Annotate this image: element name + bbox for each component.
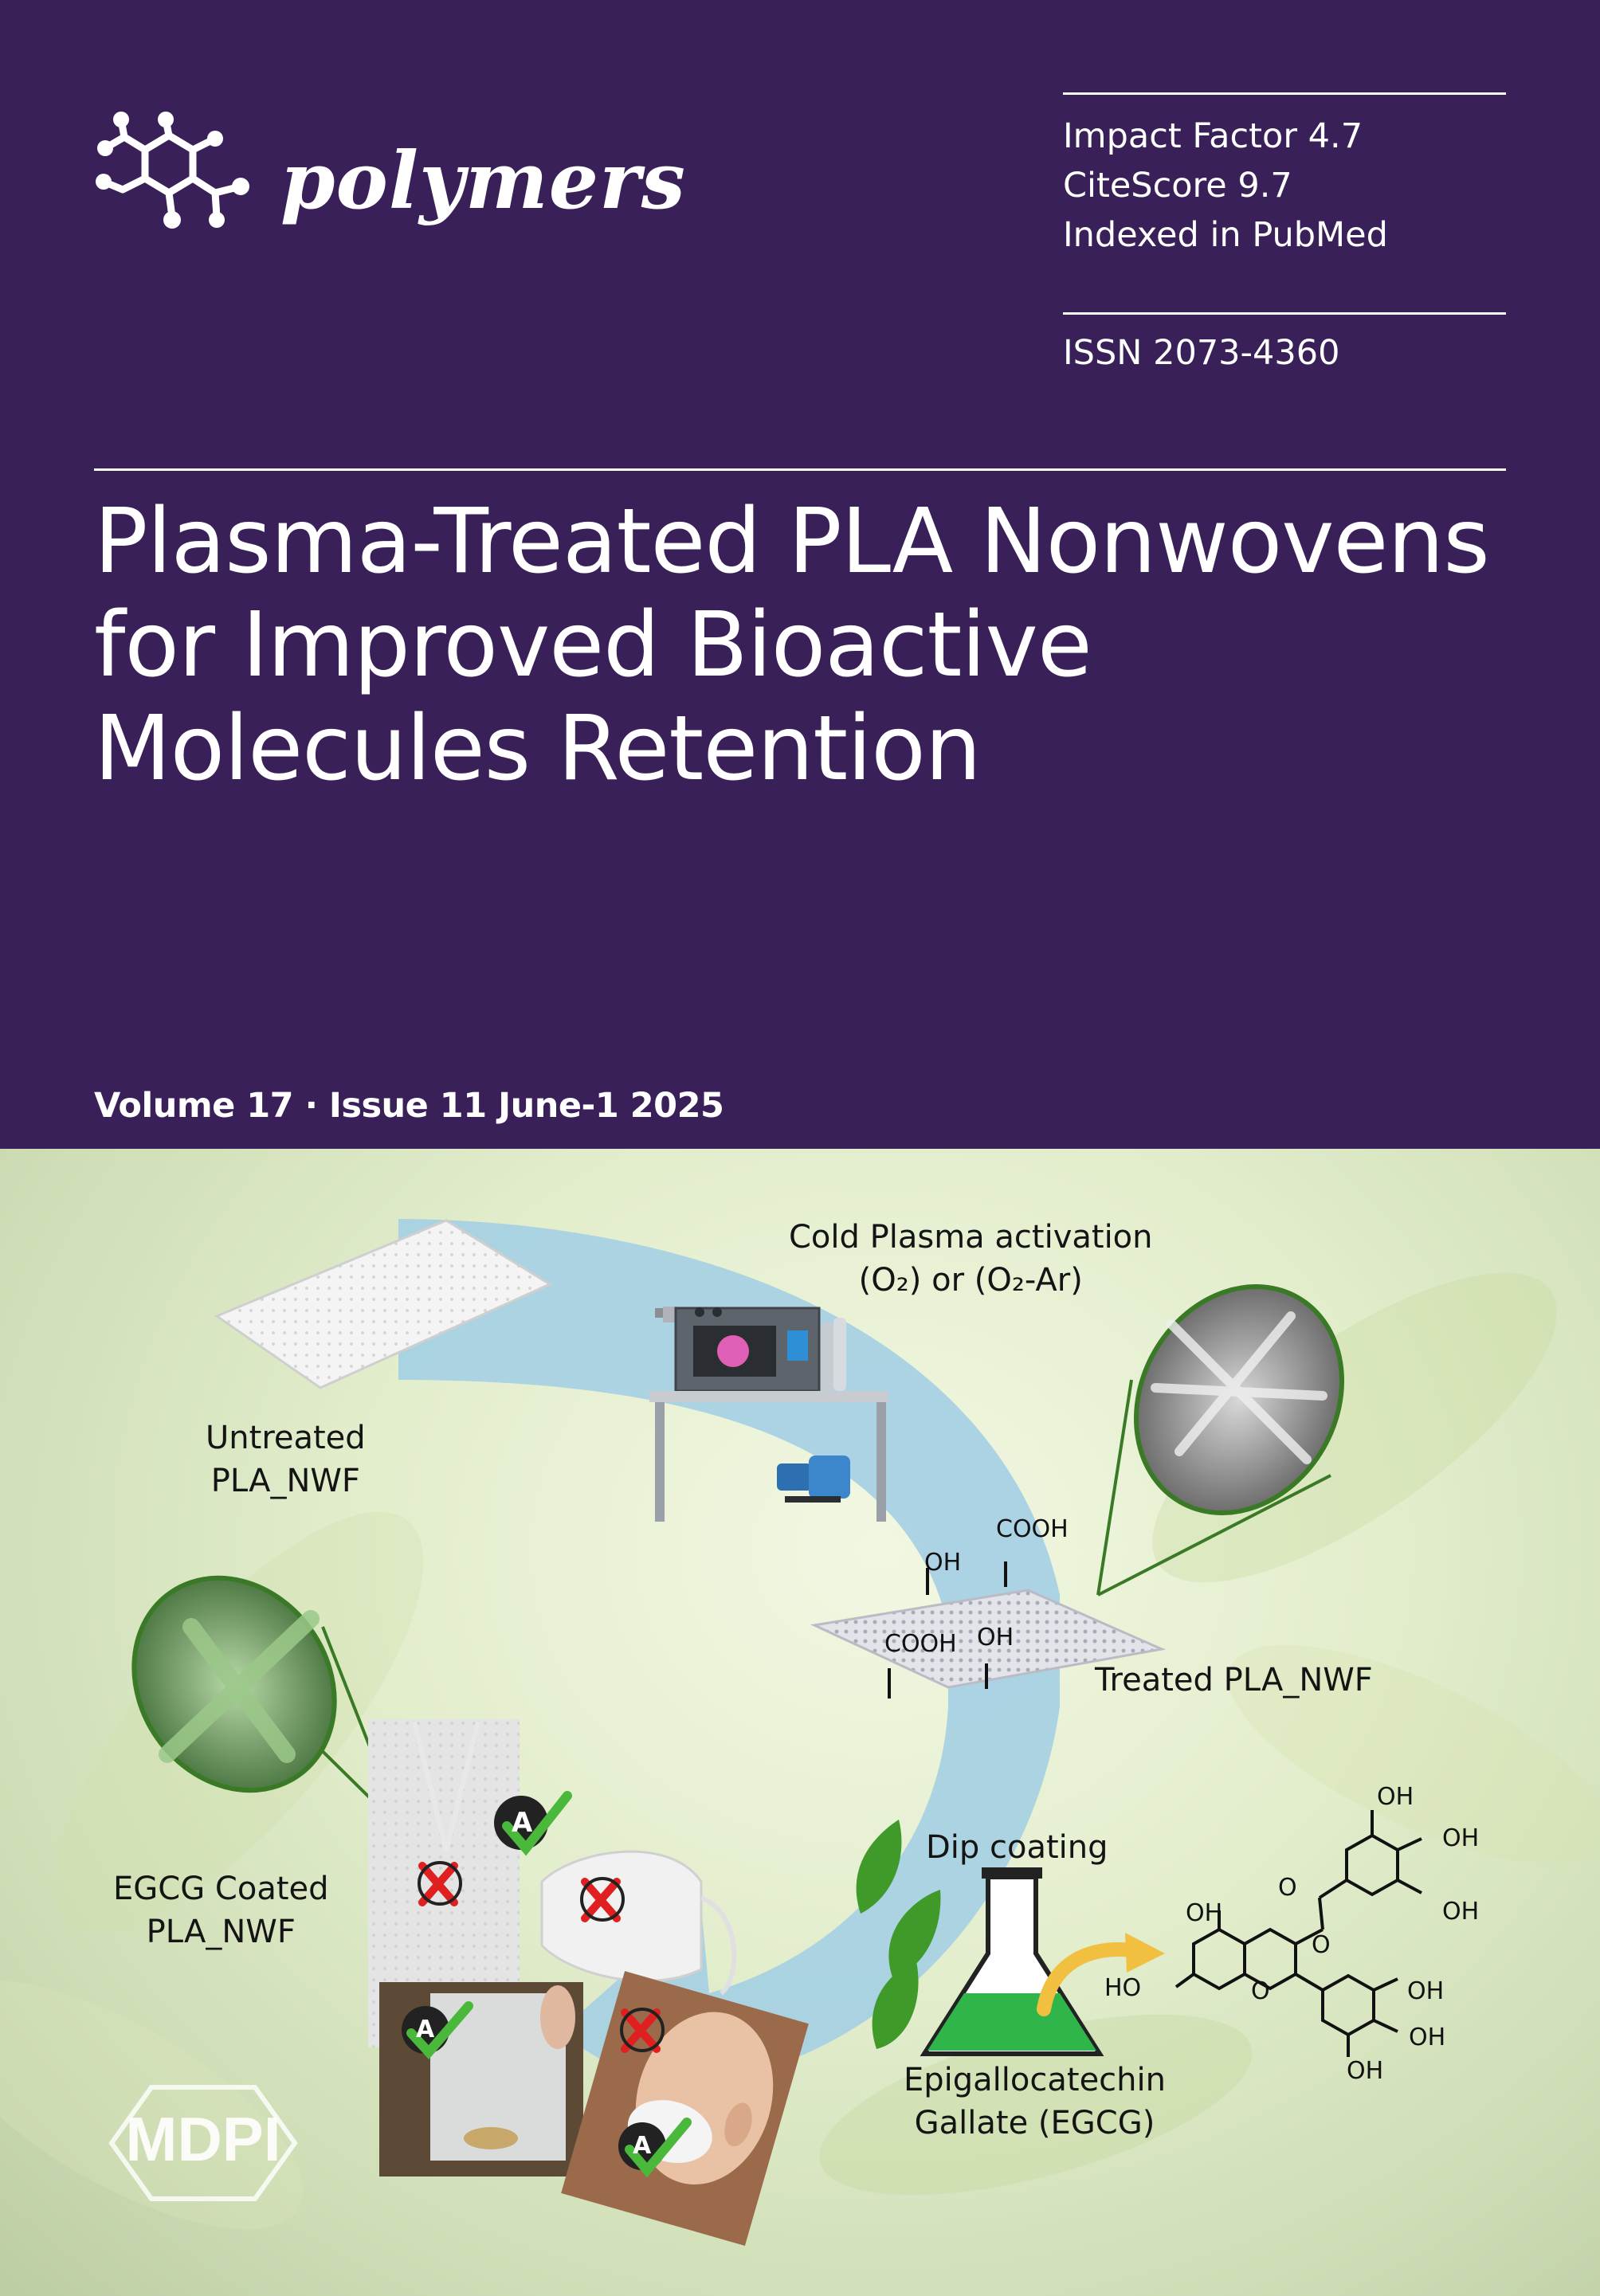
hand-photo — [379, 1982, 583, 2176]
coated-label: EGCG Coated PLA_NWF — [113, 1867, 329, 1953]
group-cooh-top: COOH — [996, 1515, 1069, 1543]
coated-line-1: EGCG Coated — [113, 1871, 329, 1907]
atom-o-ester: O — [1312, 1931, 1331, 1959]
journal-name: polymers — [280, 135, 686, 227]
egcg-line-2: Gallate (EGCG) — [914, 2105, 1155, 2141]
impact-factor: Impact Factor 4.7 — [1063, 116, 1363, 156]
issn: ISSN 2073-4360 — [1063, 333, 1340, 373]
title-line-1: Plasma-Treated PLA Nonwovens — [94, 490, 1490, 594]
divider-middle — [1063, 312, 1506, 315]
citescore: CiteScore 9.7 — [1063, 166, 1292, 206]
dip-coating-label: Dip coating — [926, 1829, 1108, 1866]
abstract-illustration — [0, 1219, 1600, 2247]
untreated-fabric — [214, 1219, 553, 1389]
sem-zoom-treated — [1096, 1284, 1344, 1597]
atom-oh-3: OH — [1442, 1898, 1480, 1926]
treated-label: Treated PLA_NWF — [1095, 1662, 1373, 1698]
divider-title — [94, 468, 1506, 471]
atom-oh-2: OH — [1442, 1824, 1480, 1852]
egcg-structure — [1175, 1810, 1422, 2057]
badge-letter-1: A — [512, 1807, 533, 1839]
mdpi-wordmark: MDPI — [126, 2104, 281, 2174]
badge-letter-2: A — [416, 2016, 435, 2043]
egcg-label: Epigallocatechin Gallate (EGCG) — [904, 2059, 1166, 2145]
check-marks — [406, 1791, 692, 2178]
atom-o-carbonyl: O — [1278, 1874, 1297, 1902]
plasma-device — [649, 1307, 888, 1522]
journal-metrics: Impact Factor 4.7 CiteScore 9.7 Indexed … — [1063, 112, 1388, 260]
atom-o-ring: O — [1251, 1977, 1270, 2005]
article-title: Plasma-Treated PLA Nonwovens for Improve… — [94, 490, 1592, 801]
atom-oh-4: OH — [1186, 1899, 1223, 1927]
atom-oh-7: OH — [1347, 2057, 1384, 2085]
group-oh-bottom: OH — [977, 1624, 1014, 1651]
red-cross-marks — [418, 1862, 661, 2053]
badge-letter-3: A — [633, 2132, 652, 2160]
graphical-abstract: Cold Plasma activation (O₂) or (O₂-Ar) U… — [0, 1149, 1600, 2296]
atom-oh-5: OH — [1407, 1977, 1445, 2005]
divider-top — [1063, 92, 1506, 95]
plasma-step-line-2: (O₂) or (O₂-Ar) — [858, 1262, 1083, 1299]
atom-ho: HO — [1104, 1974, 1142, 2002]
indexing: Indexed in PubMed — [1063, 215, 1388, 255]
atom-oh-1: OH — [1377, 1783, 1414, 1811]
title-line-2: for Improved Bioactive — [94, 594, 1092, 697]
sem-zoom-coated — [131, 1575, 404, 1832]
issue-info: Volume 17 · Issue 11 June-1 2025 — [94, 1086, 724, 1126]
title-line-3: Molecules Retention — [94, 697, 982, 801]
plasma-step-line-1: Cold Plasma activation — [789, 1219, 1153, 1256]
untreated-label: Untreated PLA_NWF — [206, 1416, 366, 1503]
yellow-arrow — [1037, 1942, 1139, 2016]
coated-line-2: PLA_NWF — [146, 1914, 296, 1950]
group-cooh-bottom: COOH — [884, 1630, 957, 1658]
flask-icon — [920, 1867, 1104, 2056]
atom-oh-6: OH — [1409, 2024, 1446, 2051]
plasma-step-label: Cold Plasma activation (O₂) or (O₂-Ar) — [789, 1216, 1153, 1302]
process-arrow — [398, 1219, 1060, 2161]
mdpi-logo: MDPI — [108, 2085, 298, 2201]
treated-fabric — [810, 1589, 1167, 1689]
group-oh-top: OH — [924, 1549, 962, 1577]
tea-leaves — [856, 1820, 941, 2049]
egcg-line-1: Epigallocatechin — [904, 2062, 1166, 2098]
untreated-line-2: PLA_NWF — [210, 1463, 360, 1499]
mask-photo — [540, 1850, 703, 1982]
cover-header: polymers Impact Factor 4.7 CiteScore 9.7… — [94, 92, 1592, 1126]
polymers-logo-icon — [96, 112, 249, 229]
virus-icons — [418, 1861, 665, 2052]
untreated-line-1: Untreated — [206, 1420, 366, 1456]
